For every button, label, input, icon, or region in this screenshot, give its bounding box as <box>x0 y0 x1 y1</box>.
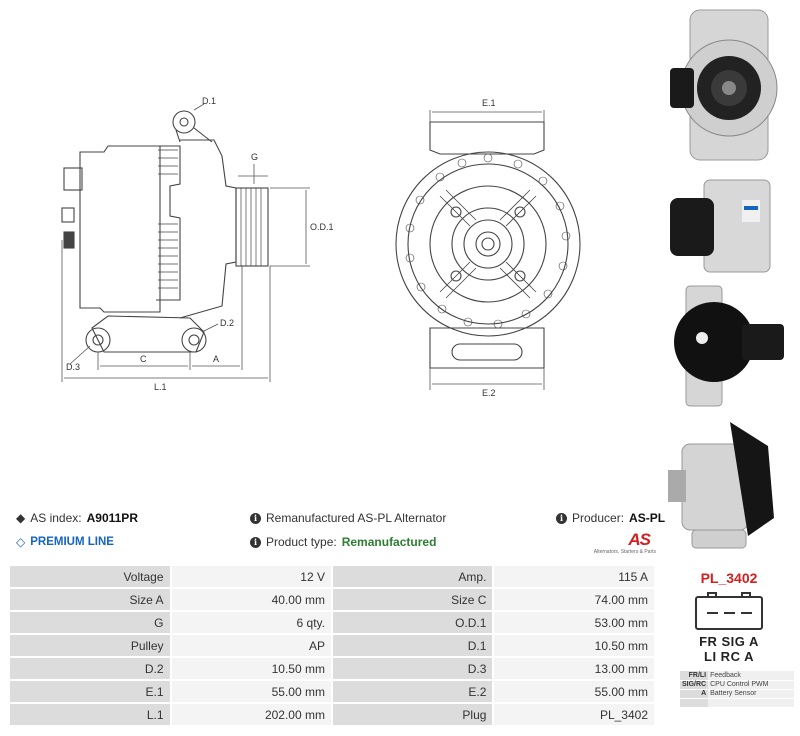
producer-value: AS-PL <box>629 511 666 525</box>
description: i Remanufactured AS-PL Alternator <box>250 511 446 525</box>
product-photo-rear <box>674 285 784 407</box>
front-view-drawing <box>395 121 581 369</box>
technical-drawings: D.1 G O.D.1 D.2 D.3 C A L.1 <box>61 96 581 398</box>
as-index: ◆ AS index: A9011PR <box>16 511 138 525</box>
premium-line: ◇ PREMIUM LINE <box>16 535 114 549</box>
plug-pins-bottom: LI RC A <box>704 649 754 664</box>
as-index-value: A9011PR <box>86 511 138 525</box>
label-l1: L.1 <box>154 382 167 392</box>
product-type: i Product type: Remanufactured <box>250 535 436 549</box>
plug-title: PL_3402 <box>700 570 758 586</box>
plug-pins-top: FR SIG A <box>699 634 759 649</box>
as-pl-logo: AS Alternators, Starters & Parts <box>593 530 656 555</box>
producer: i Producer: AS-PL <box>556 511 665 525</box>
product-type-value: Remanufactured <box>341 535 437 549</box>
label-d2: D.2 <box>220 318 234 328</box>
legend-row <box>680 698 794 708</box>
product-photo-side <box>670 179 771 273</box>
info-icon: i <box>250 512 261 524</box>
label-e1: E.1 <box>482 98 496 108</box>
product-photo-front <box>670 9 778 161</box>
product-photo-angled <box>668 422 774 549</box>
label-c: C <box>140 354 147 364</box>
tag-icon: ◆ <box>16 511 26 525</box>
info-icon: i <box>250 536 261 548</box>
label-e2: E.2 <box>482 388 496 398</box>
label-d1: D.1 <box>202 96 216 106</box>
label-d3: D.3 <box>66 362 80 372</box>
diamond-icon: ◇ <box>16 535 26 549</box>
label-g: G <box>251 152 258 162</box>
info-icon: i <box>556 512 567 524</box>
label-a: A <box>213 354 219 364</box>
side-view-drawing <box>61 110 269 353</box>
plug-connector-icon <box>695 592 763 630</box>
label-od1: O.D.1 <box>310 222 334 232</box>
